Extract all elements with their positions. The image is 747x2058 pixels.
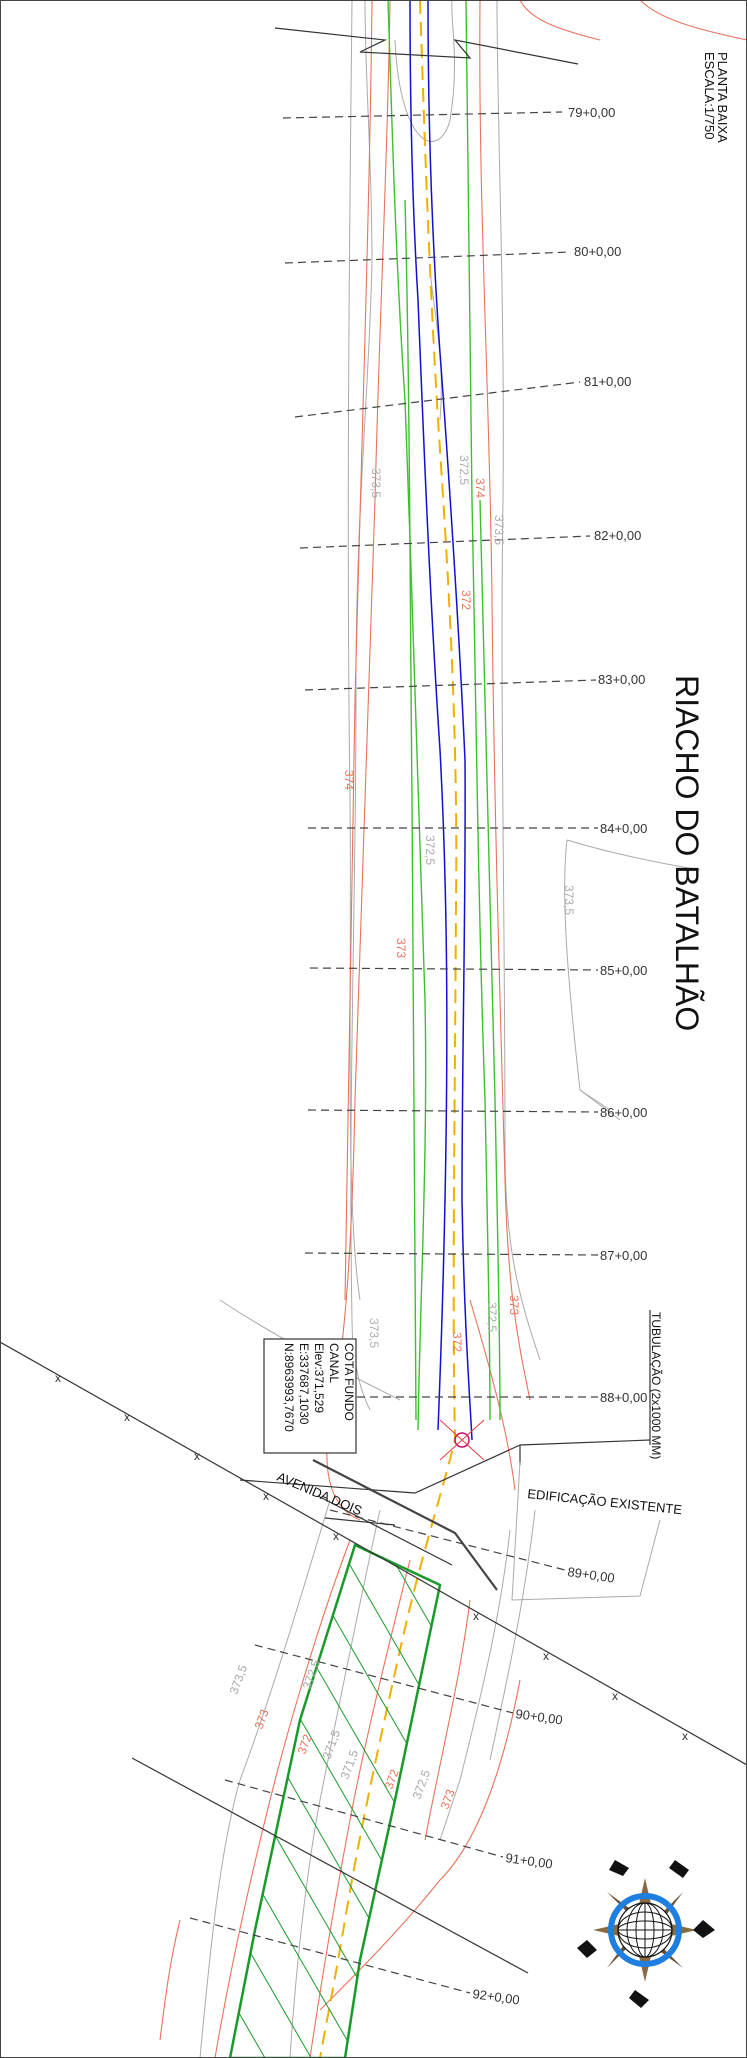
station-label: 79+0,00 [568, 105, 615, 120]
station-label: 83+0,00 [598, 672, 645, 687]
plan-name: PLANTA BAIXA [715, 52, 730, 143]
svg-text:x: x [124, 1410, 130, 1424]
contour-label-gray: 373,5 [367, 1318, 381, 1348]
orange-contours [159, 0, 747, 2058]
plan-scale: ESCALA:1/750 [702, 52, 717, 139]
station-label: 88+0,00 [600, 1390, 647, 1405]
svg-text:x: x [682, 1729, 688, 1743]
svg-text:x: x [473, 1609, 479, 1623]
contour-label-orange: 373 [507, 1295, 521, 1315]
svg-text:x: x [612, 1689, 618, 1703]
canal-elevation-box [263, 1338, 357, 1454]
station-label: 80+0,00 [574, 244, 621, 259]
section-cut-lines [239, 27, 651, 1566]
contour-label-gray: 372,5 [485, 1302, 499, 1332]
contour-label-orange: 372 [450, 1332, 464, 1352]
contour-label-gray: 372,5 [457, 455, 471, 485]
canal-elevation-text: COTA FUNDO CANAL Elev:371,529 E:337687,1… [282, 1343, 356, 1432]
canal-line: N:8963993,7670 [282, 1343, 296, 1432]
contour-label-orange: 374 [473, 478, 487, 498]
station-label: 82+0,00 [594, 528, 641, 543]
contour-label-gray: 373,5 [369, 468, 383, 498]
contour-label-orange: 372 [295, 1732, 315, 1756]
contour-labels: 373,5 372,5 374 373,5 372 374 372,5 373,… [227, 455, 576, 1811]
contour-label-gray: 373,5 [562, 885, 576, 915]
canal-line: CANAL [327, 1343, 341, 1383]
station-label: 84+0,00 [600, 821, 647, 836]
avenue-centerline [0, 1341, 747, 1974]
canal-line: COTA FUNDO [342, 1343, 356, 1421]
road-edge-line [312, 1459, 498, 1591]
contour-label-orange: 373 [438, 1787, 458, 1811]
north-arrow-compass-icon [577, 1860, 715, 2008]
station-lines [189, 111, 599, 1994]
station-label: 89+0,00 [567, 1564, 616, 1585]
svg-text:x: x [194, 1449, 200, 1463]
hatched-culvert-area [228, 1543, 442, 2058]
station-label: 91+0,00 [505, 1850, 554, 1871]
drawing-title: RIACHO DO BATALHÃO [669, 675, 705, 1031]
contour-label-orange: 374 [342, 770, 356, 790]
contour-label-gray: 372,5 [410, 1768, 434, 1801]
gray-contours [199, 0, 701, 2058]
contour-label-orange: 373 [394, 938, 408, 958]
pipe-outlet-marker [439, 1419, 485, 1461]
channel-axis-dashed [319, 0, 458, 2058]
svg-text:x: x [543, 1649, 549, 1663]
station-label: 87+0,00 [600, 1248, 647, 1263]
fence-x-marks: x x x x x x x x x [55, 1371, 688, 1743]
station-label: 85+0,00 [600, 963, 647, 978]
contour-label-orange: 373 [252, 1707, 272, 1731]
existing-building-outline [511, 1461, 661, 1601]
plan-title-block: PLANTA BAIXA ESCALA:1/750 [702, 52, 730, 143]
building-label: EDIFICAÇÃO EXISTENTE [527, 1486, 683, 1517]
canal-line: Elev:371,529 [312, 1343, 326, 1413]
contour-label-gray: 373,5 [227, 1663, 251, 1696]
blue-channel-lines [409, 0, 473, 1441]
canal-line: E:337687,1030 [297, 1343, 311, 1425]
station-label: 90+0,00 [515, 1706, 564, 1727]
station-label: 92+0,00 [472, 1986, 521, 2007]
svg-text:x: x [55, 1371, 61, 1385]
green-bank-lines [387, 0, 501, 1431]
station-labels: 79+0,00 80+0,00 81+0,00 82+0,00 83+0,00 … [472, 105, 648, 2008]
contour-label-orange: 372 [459, 590, 473, 610]
contour-label-gray: 372,5 [423, 835, 437, 865]
svg-text:x: x [263, 1489, 269, 1503]
street-label: AVENIDA DOIS [275, 1469, 365, 1518]
station-label: 81+0,00 [584, 374, 631, 389]
station-label: 86+0,00 [600, 1105, 647, 1120]
svg-text:x: x [333, 1529, 339, 1543]
contour-label-gray: 373,5 [492, 515, 506, 545]
pipe-annotation: TUBULAÇÃO (2x1000 MM) [649, 1312, 663, 1459]
contour-label-orange: 372 [382, 1767, 402, 1791]
